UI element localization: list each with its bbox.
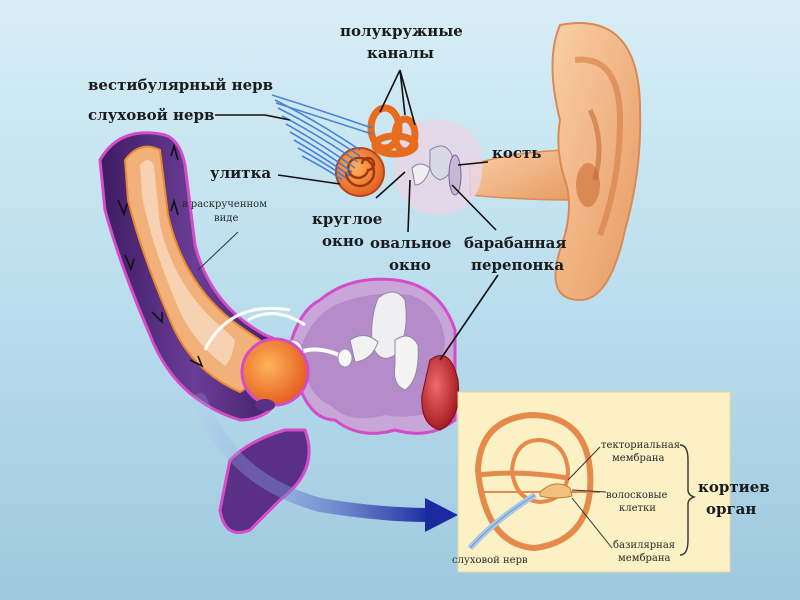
inset-label-basilar-2: мембрана: [618, 553, 671, 564]
label-bone: кость: [492, 144, 541, 162]
label-eardrum-1: барабанная: [464, 234, 566, 252]
label-semicircular-canals-1: полукружные: [340, 22, 463, 40]
eardrum-large: [421, 355, 460, 431]
inset-label-corti-2: орган: [706, 500, 756, 518]
label-unrolled-2: виде: [214, 213, 238, 224]
labels: полукружные каналы вестибулярный нерв сл…: [88, 22, 566, 274]
label-unrolled-1: в раскрученном: [182, 199, 267, 210]
zoom-arrow: [193, 393, 458, 532]
inset-label-corti-1: кортиев: [698, 478, 770, 496]
nerve-fibers: [271, 94, 373, 181]
label-vestibular-nerve: вестибулярный нерв: [88, 76, 273, 94]
middle-ear-chamber: [288, 277, 457, 435]
ossicles-top: [411, 145, 453, 186]
inset-corti: [457, 391, 731, 573]
inset-label-auditory-nerve: слуховой нерв: [452, 555, 528, 566]
leader-lines: [197, 69, 499, 361]
round-window-large: [203, 306, 310, 411]
inset-label-hair-cells-2: клетки: [619, 503, 656, 514]
label-oval-window-2: окно: [389, 256, 431, 274]
inset-labels: текториальная мембрана волосковые клетки…: [452, 440, 770, 566]
label-eardrum-2: перепонка: [471, 256, 564, 274]
label-auditory-nerve: слуховой нерв: [88, 106, 214, 124]
label-oval-window-1: овальное: [370, 234, 451, 252]
inset-label-hair-cells-1: волосковые: [606, 490, 667, 501]
inset-label-tectorial-2: мембрана: [612, 453, 665, 464]
inset-label-tectorial-1: текториальная: [601, 440, 680, 451]
label-round-window-2: окно: [322, 232, 364, 250]
label-round-window-1: круглое: [312, 210, 382, 228]
label-semicircular-canals-2: каналы: [367, 44, 434, 62]
inset-label-basilar-1: базилярная: [613, 540, 675, 551]
label-cochlea: улитка: [210, 164, 271, 182]
outer-ear: [469, 22, 642, 302]
cochlea-small: [335, 147, 385, 197]
